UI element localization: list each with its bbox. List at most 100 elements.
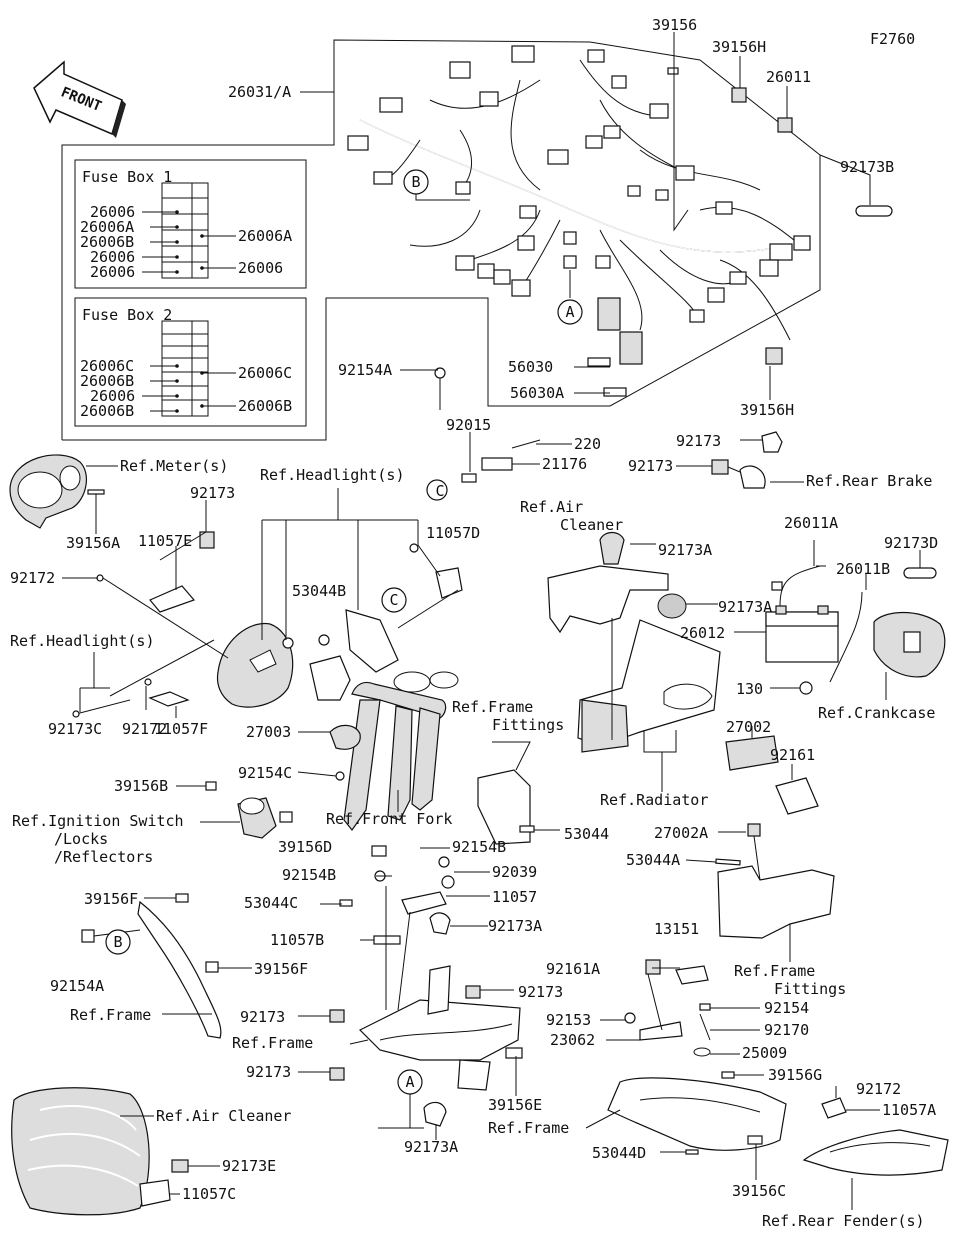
circle-marker-A-low: A (405, 1073, 414, 1091)
label-ref-frame-fittings-2a: Ref.Frame (734, 962, 815, 980)
fuse-2-label-2: 26006B (80, 372, 134, 390)
label-92154: 92154 (764, 999, 809, 1017)
part-meter (9, 454, 118, 534)
part-rear-subframe (585, 959, 787, 1180)
label-92154A-low: 92154A (50, 977, 104, 995)
label-ref-crankcase: Ref.Crankcase (818, 704, 935, 722)
label-26011B: 26011B (836, 560, 890, 578)
label-13151: 13151 (654, 920, 699, 938)
part-rear-fender (802, 1086, 949, 1210)
label-25009: 25009 (742, 1044, 787, 1062)
label-23062: 23062 (550, 1031, 595, 1049)
part-ignition-switch (176, 781, 293, 839)
fuse-2-label-1: 26006C (80, 357, 134, 375)
circle-marker-B-low-shape (105, 929, 131, 955)
circle-marker-C-mid: C (435, 482, 444, 500)
label-92173-m: 92173 (190, 484, 235, 502)
circle-marker-B-low: B (113, 933, 122, 951)
fuse-1-right-label-2: 26006 (238, 259, 283, 277)
label-26011: 26011 (766, 68, 811, 86)
fuse-1-label-1: 26006 (90, 203, 135, 221)
label-27003: 27003 (246, 723, 291, 741)
front-arrow-icon: FRONT (33, 60, 126, 138)
label-39156F-1: 39156F (84, 890, 138, 908)
fuse-1-label-5: 26006 (90, 263, 135, 281)
part-air-cleaner-box (11, 1087, 220, 1216)
label-92172-b: 92172 (122, 720, 167, 738)
label-92173A-2: 92173A (718, 598, 772, 616)
circle-marker-C-head-shape (381, 587, 407, 613)
part-92173B-band (855, 205, 893, 217)
label-92173B: 92173B (840, 158, 894, 176)
part-ecu (725, 726, 819, 815)
label-92154A-mid: 92154A (338, 361, 392, 379)
label-39156E: 39156E (488, 1096, 542, 1114)
label-39156A: 39156A (66, 534, 120, 552)
label-92173-f1: 92173 (518, 983, 563, 1001)
label-21176: 21176 (542, 455, 587, 473)
label-ref-frame-fittings-1a: Ref.Frame (452, 698, 533, 716)
part-battery-tray (685, 823, 835, 962)
label-92173C: 92173C (48, 720, 102, 738)
label-ref-headlight-left: Ref.Headlight(s) (10, 632, 155, 650)
label-39156H-bot: 39156H (740, 401, 794, 419)
label-92172-a: 92172 (10, 569, 55, 587)
label-92154B-2: 92154B (282, 866, 336, 884)
label-ref-frame-fittings-2b: Fittings (774, 980, 846, 998)
label-ref-air-top-b: Cleaner (560, 516, 623, 534)
label-ref-ignition-2: /Locks (54, 830, 108, 848)
part-headlight (62, 500, 294, 718)
label-39156-top: 39156 (652, 16, 697, 34)
circle-marker-A-top: A (565, 303, 574, 321)
part-left-frame (81, 893, 252, 1039)
label-92173-f3: 92173 (246, 1063, 291, 1081)
label-27002: 27002 (726, 718, 771, 736)
label-11057B: 11057B (270, 931, 324, 949)
part-battery (734, 540, 946, 700)
label-92154C: 92154C (238, 764, 292, 782)
part-bulb-socket (426, 432, 572, 501)
label-ref-rear-fender: Ref.Rear Fender(s) (762, 1212, 925, 1230)
label-92173A-3: 92173A (488, 917, 542, 935)
label-56030A: 56030A (510, 384, 564, 402)
circle-marker-B-top: B (411, 173, 420, 191)
label-ref-ignition-3: /Reflectors (54, 848, 153, 866)
label-39156D: 39156D (278, 838, 332, 856)
label-39156G: 39156G (768, 1066, 822, 1084)
label-ref-frame-fittings-1b: Fittings (492, 716, 564, 734)
part-56030-pad (587, 357, 611, 367)
part-frame-fitting-front (477, 741, 560, 845)
label-92161: 92161 (770, 746, 815, 764)
fuse-box-2-title: Fuse Box 2 (82, 306, 172, 324)
label-92173-f2: 92173 (240, 1008, 285, 1026)
fuse-1-label-2: 26006A (80, 218, 134, 236)
fuse-box-2: Fuse Box 2 26006C 26006B 26006 26006B 26… (74, 297, 307, 427)
label-ref-air-top-a: Ref.Air (520, 498, 583, 516)
label-53044B: 53044B (292, 582, 346, 600)
label-27002A: 27002A (654, 824, 708, 842)
circle-marker-A-top-shape (557, 299, 583, 325)
harness-group-outline (61, 39, 821, 441)
label-53044D: 53044D (592, 1144, 646, 1162)
label-ref-headlight-top: Ref.Headlight(s) (260, 466, 405, 484)
label-92039: 92039 (492, 863, 537, 881)
label-ref-rear-brake: Ref.Rear Brake (806, 472, 932, 490)
main-wiring-harness (347, 45, 811, 365)
label-26012: 26012 (680, 624, 725, 642)
fuse-2-right-label-1: 26006C (238, 364, 292, 382)
circle-marker-C-head: C (389, 591, 398, 609)
label-11057C: 11057C (182, 1185, 236, 1203)
part-center-frame (298, 845, 523, 1140)
label-92015: 92015 (446, 416, 491, 434)
label-11057D: 11057D (426, 524, 480, 542)
part-front-fork (297, 543, 463, 832)
label-ref-air-bottom: Ref.Air Cleaner (156, 1107, 291, 1125)
label-11057E: 11057E (138, 532, 192, 550)
label-92172-c: 92172 (856, 1080, 901, 1098)
label-11057F: 11057F (154, 720, 208, 738)
label-92153: 92153 (546, 1011, 591, 1029)
fuse-box-1: Fuse Box 1 26006 26006A 26006B 26006 260… (74, 159, 307, 289)
circle-marker-A-low-shape (397, 1069, 423, 1095)
fuse-2-label-4: 26006B (80, 402, 134, 420)
